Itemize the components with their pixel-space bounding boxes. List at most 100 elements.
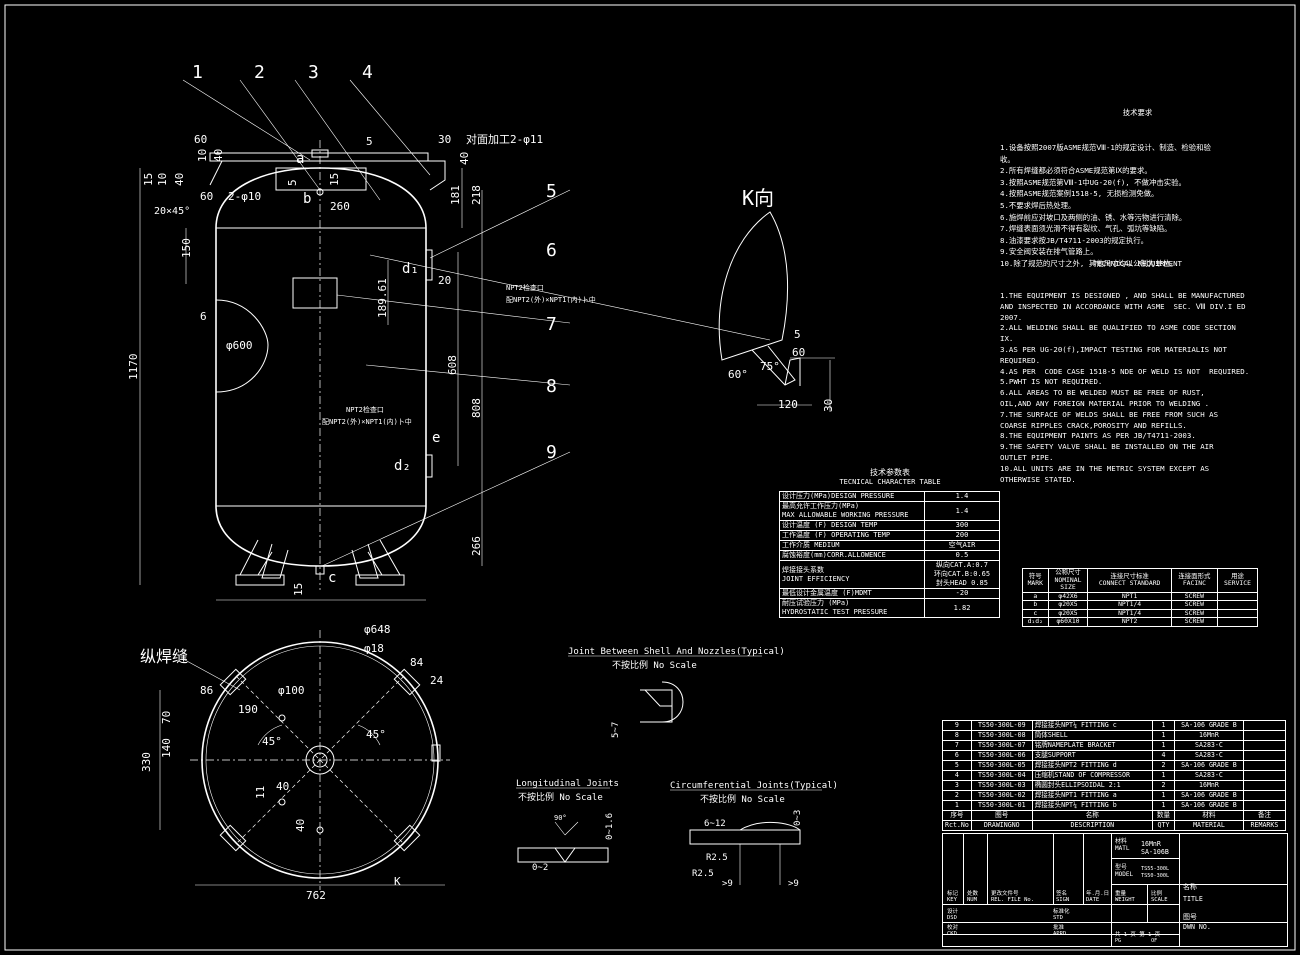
dim-5-b: 5 <box>286 179 299 186</box>
support-leg-left2 <box>261 543 289 579</box>
parts-header-cell: 备注 <box>1242 810 1287 821</box>
parts-cell: 筒体SHELL <box>1031 730 1153 741</box>
balloon-group: 1 2 3 4 5 6 7 8 9 <box>192 62 557 463</box>
k-arrow-label: K <box>394 875 401 888</box>
leader-5 <box>429 189 571 259</box>
tech-req-en-line: 7.THE SURFACE OF WELDS SHALL BE FREE FRO… <box>1000 409 1219 419</box>
dim-181: 181 <box>449 185 462 205</box>
circ-joint-scale: 不按比例 No Scale <box>700 793 785 805</box>
long-joint-angle: 90° <box>554 814 567 822</box>
long-joint-dim2: 0~2 <box>532 863 548 873</box>
dia-18: φ18 <box>364 642 384 655</box>
parts-header-cell: 图号 <box>970 810 1033 821</box>
parts-cell: TS50-300L-05 <box>970 760 1033 771</box>
parts-header-cn: 序号图号名称数量材料备注 <box>942 810 1287 821</box>
dim-330: 330 <box>140 752 153 772</box>
parts-cell: 9 <box>942 720 972 731</box>
weld-detail-longitudinal <box>516 787 610 863</box>
plan-bolt-3 <box>316 826 324 834</box>
leader-9 <box>321 451 571 567</box>
parts-cell <box>1242 770 1287 781</box>
tech-char-name: 工作温度 (F) OPERATING TEMP <box>779 530 925 541</box>
tech-req-cn-line: 5.不要求焊后热处理。 <box>1000 200 1076 210</box>
tech-char-name: 设计压力(MPa)DESIGN PRESSURE <box>779 491 925 502</box>
support-leg-right <box>367 539 401 576</box>
tech-req-en-line: COARSE RIPPLES CRACK,POROSITY AND REFILL… <box>1000 420 1187 430</box>
parts-cell: 6 <box>942 750 972 761</box>
parts-cell: 7 <box>942 740 972 751</box>
dim-15-l: 15 <box>142 173 155 186</box>
parts-header-cell: 名称 <box>1031 810 1153 821</box>
title-weight: 重量 WEIGHT <box>1115 891 1135 903</box>
dim-84: 84 <box>410 656 424 669</box>
dim-40-b: 40 <box>458 152 471 165</box>
tech-char-value: 300 <box>924 520 1000 531</box>
nozzle-cell: φ42X6 <box>1047 591 1089 601</box>
title-title-label: TITLE <box>1183 895 1203 903</box>
k-angle-75: 75° <box>760 360 780 373</box>
nozzle-cell <box>1217 591 1258 601</box>
support-leg-right2 <box>351 543 379 579</box>
nozzle-header-cell: 符号 MARK <box>1022 568 1049 593</box>
nozzle-letter-group: a b c d₁ d₂ e <box>296 151 440 586</box>
tech-char-name: 设计温度 (F) DESIGN TEMP <box>779 520 925 531</box>
nozzle-joint-dim: 5~7 <box>611 722 621 738</box>
angle-45-r: 45° <box>366 728 386 741</box>
title-rev-date: 年.月.日 DATE <box>1086 891 1110 903</box>
inspection-opening <box>215 299 269 393</box>
parts-cell: TS50-300L-04 <box>970 770 1033 781</box>
parts-header-cell: REMARKS <box>1242 820 1287 831</box>
parts-cell <box>1242 740 1287 751</box>
title-model-label: 型号 MODEL <box>1115 864 1134 878</box>
tech-char-value: 1.82 <box>924 598 1000 618</box>
plan-view <box>159 630 450 890</box>
parts-cell: TS50-300L-08 <box>970 730 1033 741</box>
nozzle-detail-curve <box>661 681 684 723</box>
plan-bolt-1 <box>278 714 286 722</box>
parts-cell: 2 <box>1151 760 1176 771</box>
weld-detail-text: Joint Between Shell And Nozzles(Typical)… <box>516 647 838 889</box>
tech-req-en-line: 8.THE EQUIPMENT PAINTS AS PER JB/T4711-2… <box>1000 431 1196 441</box>
stand-bracket-right <box>418 160 446 191</box>
nozzle-cell: b <box>1022 600 1049 610</box>
nozzle-cell: SCREW <box>1170 608 1219 618</box>
tech-req-cn-line: 7.焊缝表面须光滑不得有裂纹、气孔、弧坑等缺陷。 <box>1000 224 1172 234</box>
hole-dim: 2-φ10 <box>228 190 261 203</box>
tech-req-cn-line: 6.施焊前应对坡口及两侧的油、锈、水等污物进行清除。 <box>1000 212 1187 222</box>
dim-5: 5 <box>366 135 373 148</box>
nozzle-d1 <box>425 249 433 281</box>
tech-char-name: 耐压试验压力 (MPa) HYDROSTATIC TEST PRESSURE <box>779 598 925 618</box>
tech-req-cn-line: 收。 <box>1000 154 1015 164</box>
parts-cell <box>1242 730 1287 741</box>
parts-cell: 1 <box>1151 740 1176 751</box>
weld-detail-circumferential <box>670 789 822 885</box>
dim-808: 808 <box>470 398 483 418</box>
opposite-face-note: 对面加工2-φ11 <box>466 132 543 146</box>
nozzle-cell: SCREW <box>1170 600 1219 610</box>
parts-cell: TS50-300L-02 <box>970 790 1033 801</box>
nameplate-bracket <box>292 277 338 309</box>
nozzle-c <box>315 565 325 575</box>
nozzle-cell: NPT1 <box>1087 591 1172 601</box>
tech-char-value: 200 <box>924 530 1000 541</box>
tech-req-en-line: 5.PWHT IS NOT REQUIRED. <box>1000 377 1103 387</box>
balloon-3: 3 <box>308 62 319 83</box>
k-view-head-outline <box>718 211 789 361</box>
title-rev-file: 更改文件号 REL. FILE No. <box>991 891 1035 903</box>
dim-20: 20 <box>438 274 451 287</box>
dim-70: 70 <box>160 711 173 724</box>
parts-cell: SA283-C <box>1174 770 1244 781</box>
compressor-stand-support <box>275 167 367 191</box>
nozzle-letter-a: a <box>296 151 304 167</box>
title-check: 校对 CKD <box>947 925 959 937</box>
k-dim-text: 5 60 75° 60° 120 30 <box>728 328 835 412</box>
leader-4 <box>349 79 431 176</box>
k-angle-60: 60° <box>728 368 748 381</box>
